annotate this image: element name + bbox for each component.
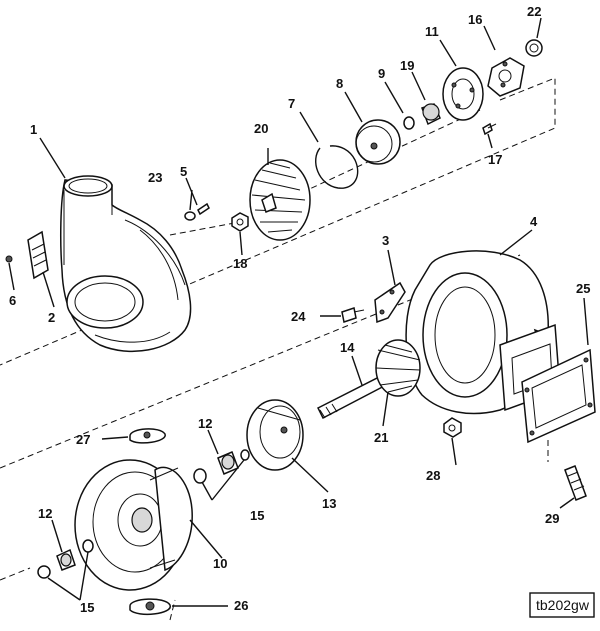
callout-20: 20 (254, 121, 268, 136)
callout-26: 26 (234, 598, 248, 613)
figure-reference-label: tb202gw (536, 597, 590, 613)
callout-17: 17 (488, 152, 502, 167)
callout-16: 16 (468, 12, 482, 27)
compressor-insert (355, 119, 401, 165)
compressor-housing (60, 175, 192, 353)
callout-10: 10 (213, 556, 227, 571)
callout-13: 13 (322, 496, 336, 511)
callout-8: 8 (336, 76, 343, 91)
washer-bolt (184, 202, 210, 221)
plate-screw (5, 255, 13, 263)
callout-24: 24 (291, 309, 306, 324)
callout-3: 3 (382, 233, 389, 248)
callout-12b: 12 (38, 506, 52, 521)
callout-15a: 15 (250, 508, 264, 523)
callout-1: 1 (30, 122, 37, 137)
oil-drain-gasket (129, 598, 171, 616)
compressor-impeller (249, 159, 311, 241)
callout-22: 22 (527, 4, 541, 19)
callout-12a: 12 (198, 416, 212, 431)
thrust-collar (421, 103, 441, 126)
thrust-bearing (442, 67, 484, 121)
oil-inlet-gasket (129, 428, 166, 444)
callout-14: 14 (340, 340, 355, 355)
callout-23: 23 (148, 170, 162, 185)
callout-2: 2 (48, 310, 55, 325)
center-housing (74, 459, 193, 591)
clamp-bolt (341, 307, 365, 323)
leader-lines (8, 17, 589, 607)
callout-28: 28 (426, 468, 440, 483)
thrust-plate (487, 57, 525, 97)
turbine-wheel-shaft (316, 339, 421, 420)
callout-5: 5 (180, 164, 187, 179)
callout-18: 18 (233, 256, 247, 271)
thrust-screw (482, 122, 497, 136)
impeller-nut (231, 212, 249, 232)
data-plate (27, 230, 49, 280)
callout-labels: 1 2 3 4 5 6 7 8 9 10 11 12 12 13 14 15 1… (9, 4, 590, 615)
seal-ring (403, 116, 415, 130)
callout-7: 7 (288, 96, 295, 111)
bearing-lower (37, 539, 94, 579)
callout-21: 21 (374, 430, 388, 445)
callout-27: 27 (76, 432, 90, 447)
callout-19: 19 (400, 58, 414, 73)
callout-4: 4 (530, 214, 538, 229)
callout-6: 6 (9, 293, 16, 308)
exhaust-gasket (521, 348, 596, 444)
callout-9: 9 (378, 66, 385, 81)
callout-25: 25 (576, 281, 590, 296)
turbine-nut (443, 417, 462, 438)
callout-11: 11 (425, 24, 439, 39)
snap-ring (315, 145, 359, 189)
bearing-upper (193, 449, 250, 484)
heat-shield (246, 399, 304, 471)
end-seal (525, 39, 543, 57)
figure-reference: tb202gw (529, 592, 595, 618)
clamp-plate (374, 281, 406, 324)
exhaust-stud (564, 465, 587, 501)
callout-15b: 15 (80, 600, 94, 615)
callout-29: 29 (545, 511, 559, 526)
